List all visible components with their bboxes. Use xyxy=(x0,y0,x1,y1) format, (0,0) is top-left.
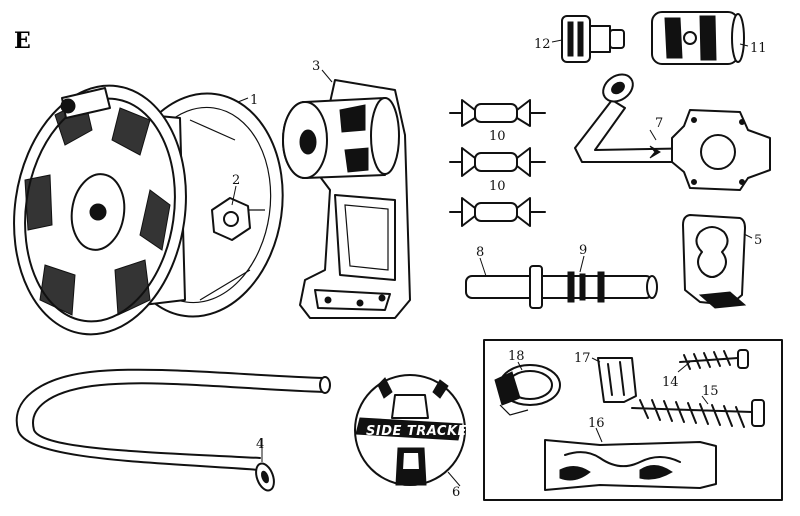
part-label-12: 12 xyxy=(534,37,551,52)
spring-clip-drawing xyxy=(597,357,637,403)
part-label-15: 15 xyxy=(702,384,719,399)
section-letter: E xyxy=(14,28,31,54)
screw-small-drawing xyxy=(679,349,749,370)
hose-connector-female-drawing xyxy=(651,11,745,65)
hose-reel-drawing xyxy=(13,84,284,336)
part-label-5: 5 xyxy=(754,233,762,248)
part-label-7: 7 xyxy=(655,116,663,131)
part-label-17: 18 xyxy=(508,349,525,364)
part-label-16: 16 xyxy=(588,416,605,431)
part-label-2: 2 xyxy=(232,173,240,188)
side-tracker-cap-drawing xyxy=(354,374,466,486)
part-label-11: 11 xyxy=(750,41,767,56)
part-label-1: 1 xyxy=(250,93,258,108)
side-tracker-logo: SIDE TRACKER xyxy=(366,424,477,439)
axle-shaft-drawing xyxy=(465,265,658,309)
hose-connector-male-drawing xyxy=(561,15,625,63)
part-label-10b: 10 xyxy=(489,179,506,194)
reel-bracket-drawing xyxy=(282,79,411,319)
grease-tube-drawing xyxy=(544,439,717,491)
hose-clamp-drawing xyxy=(494,364,561,416)
leader-hose-drawing xyxy=(15,368,331,492)
part-label-10a: 10 xyxy=(489,129,506,144)
part-label-3: 3 xyxy=(312,59,320,74)
part-label-9: 9 xyxy=(579,243,587,258)
screw-large-drawing xyxy=(631,399,765,428)
part-label-6: 6 xyxy=(452,485,460,500)
part-label-8: 8 xyxy=(476,245,484,260)
part-label-4: 4 xyxy=(256,437,264,452)
guide-rollers-drawing xyxy=(449,99,546,227)
part-label-18: 17 xyxy=(574,351,591,366)
hose-clip-drawing xyxy=(682,214,747,309)
water-inlet-pipe-drawing xyxy=(574,73,771,191)
part-label-14: 14 xyxy=(662,375,679,390)
hardware-kit-box xyxy=(483,339,783,501)
